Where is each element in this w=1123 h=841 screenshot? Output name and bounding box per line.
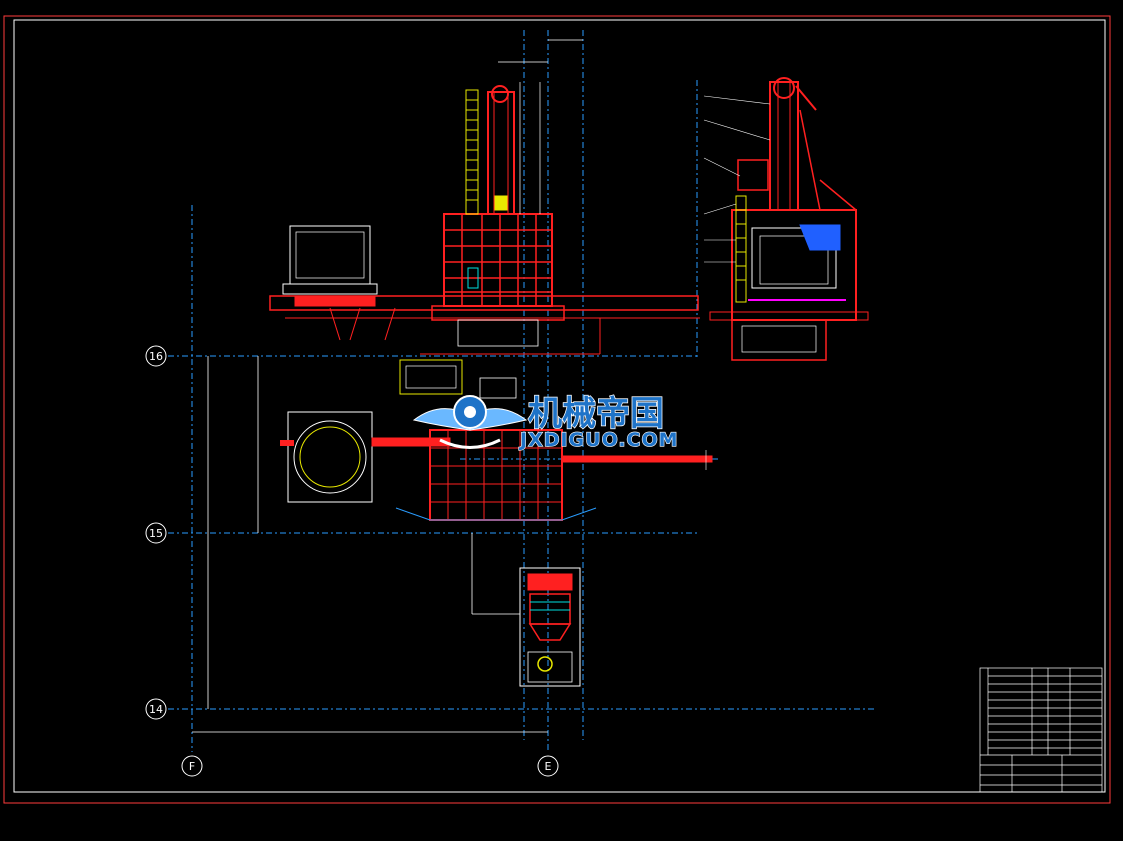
side-elevation-view: [703, 77, 869, 361]
axis-bubble-f: F: [181, 755, 203, 777]
svg-text:15: 15: [149, 527, 163, 540]
drawing-frame: [3, 15, 1111, 804]
svg-text:F: F: [189, 760, 195, 773]
watermark: 机械帝国 JXDIGUO.COM: [517, 393, 679, 451]
lower-section-view: [519, 567, 581, 687]
axis-bubble-15: 15: [145, 522, 167, 544]
svg-text:16: 16: [149, 350, 163, 363]
plan-view: [280, 359, 713, 521]
plan-dimensions: [192, 356, 548, 733]
svg-text:14: 14: [149, 703, 163, 716]
elevation-view: [269, 39, 700, 355]
axis-bubble-14: 14: [145, 698, 167, 720]
svg-text:JXDIGUO.COM: JXDIGUO.COM: [518, 429, 679, 451]
title-block: [979, 667, 1103, 793]
axis-bubble-e: E: [537, 755, 559, 777]
svg-text:机械帝国: 机械帝国: [528, 394, 664, 434]
svg-text:E: E: [545, 760, 552, 773]
axis-bubble-16: 16: [145, 345, 167, 367]
grid-lines: [168, 30, 875, 752]
watermark-logo: [412, 395, 528, 449]
